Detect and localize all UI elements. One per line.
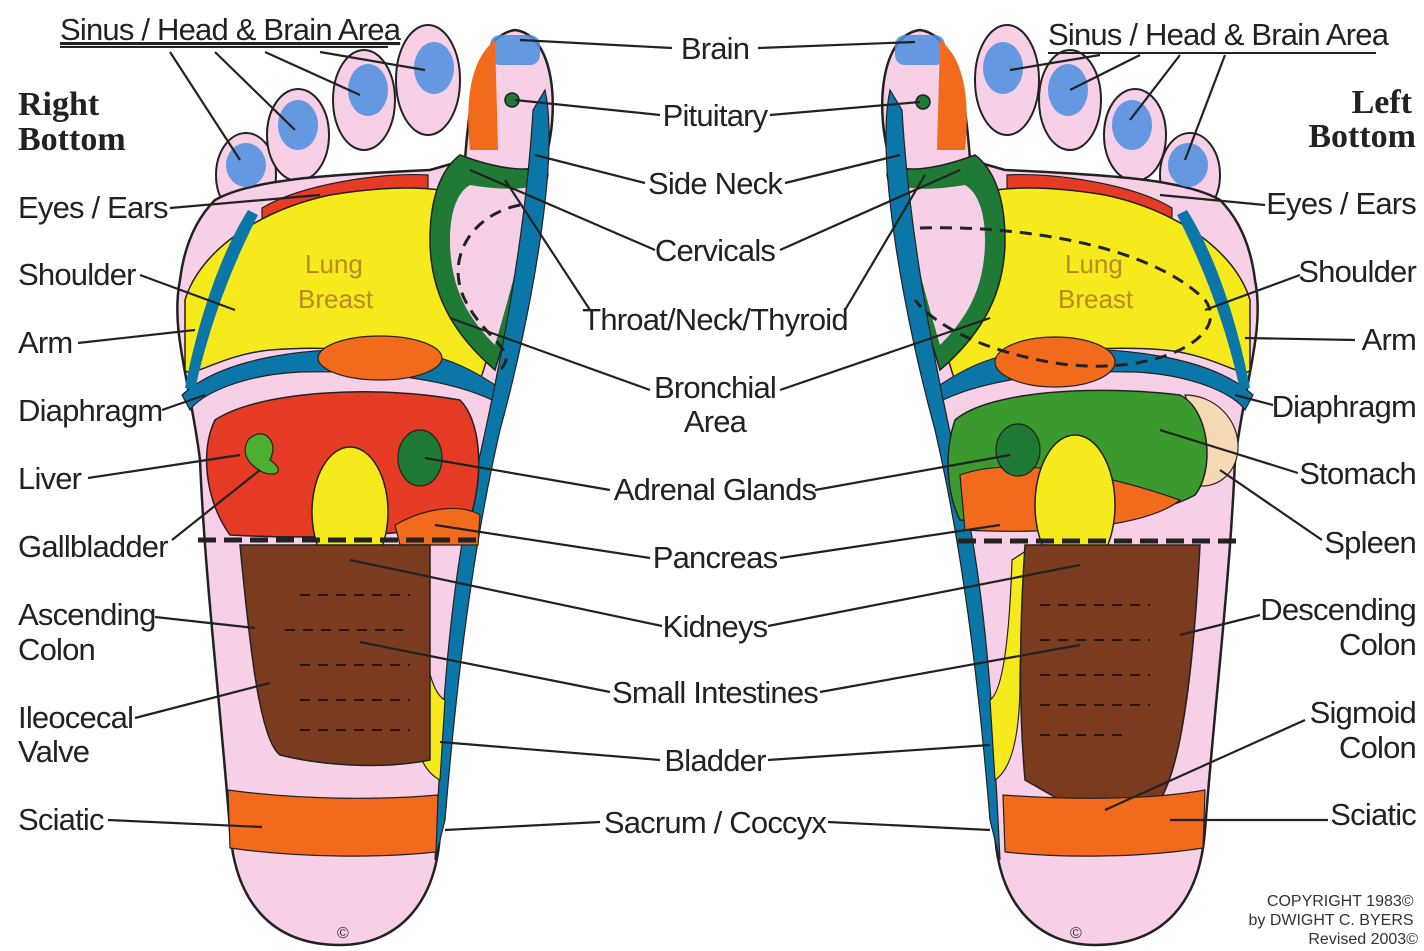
label-adrenal-glands: Adrenal Glands bbox=[614, 472, 817, 507]
left-foot-copyright-mark: © bbox=[1070, 925, 1082, 942]
label-arm-right: Arm bbox=[1362, 322, 1416, 357]
right-adrenal-zone bbox=[398, 430, 442, 486]
label-eyes-ears-left: Eyes / Ears bbox=[18, 190, 168, 225]
label-spleen: Spleen bbox=[1324, 525, 1416, 560]
sinus-label-left: Sinus / Head & Brain Area bbox=[1048, 17, 1390, 52]
label-diaphragm-right: Diaphragm bbox=[1272, 389, 1416, 424]
label-brain: Brain bbox=[681, 31, 749, 66]
label-diaphragm-left: Diaphragm bbox=[18, 393, 162, 428]
label-bladder: Bladder bbox=[664, 743, 766, 778]
right-orange-zone bbox=[318, 336, 442, 380]
left-adrenal-zone bbox=[996, 424, 1040, 476]
left-orange-zone bbox=[995, 337, 1115, 387]
label-cervicals: Cervicals bbox=[655, 233, 776, 268]
label-pancreas: Pancreas bbox=[653, 540, 778, 575]
label-sciatic-right: Sciatic bbox=[1330, 797, 1416, 832]
left-bigtoe-orange bbox=[937, 40, 967, 150]
right-sciatic-zone bbox=[228, 790, 438, 856]
right-bigtoe-orange bbox=[468, 40, 498, 150]
label-liver: Liver bbox=[18, 461, 82, 496]
label-sacrum-coccyx: Sacrum / Coccyx bbox=[604, 805, 828, 840]
label-shoulder-left: Shoulder bbox=[18, 257, 136, 292]
right-foot-copyright-mark: © bbox=[337, 925, 349, 942]
label-kidneys: Kidneys bbox=[663, 609, 768, 644]
label-eyes-ears-right: Eyes / Ears bbox=[1266, 186, 1416, 221]
label-arm-left: Arm bbox=[18, 325, 72, 360]
label-small-intestines: Small Intestines bbox=[612, 675, 818, 710]
label-gallbladder: Gallbladder bbox=[18, 529, 168, 564]
label-pituitary: Pituitary bbox=[663, 98, 769, 133]
label-sciatic-left: Sciatic bbox=[18, 802, 104, 837]
right-labels: Eyes / Ears Shoulder Arm Diaphragm Stoma… bbox=[1248, 186, 1418, 948]
label-side-neck: Side Neck bbox=[648, 166, 783, 201]
copyright-notice: COPYRIGHT 1983© by DWIGHT C. BYERS Revis… bbox=[1248, 893, 1418, 948]
label-stomach: Stomach bbox=[1299, 456, 1416, 491]
label-throat-neck-thyroid: Throat/Neck/Thyroid bbox=[582, 302, 848, 337]
label-shoulder-right: Shoulder bbox=[1298, 254, 1416, 289]
left-sciatic-zone bbox=[1003, 790, 1205, 856]
center-labels: Brain Pituitary Side Neck Cervicals Thro… bbox=[582, 31, 848, 840]
right-intestine-zone bbox=[240, 545, 430, 765]
sinus-label-right: Sinus / Head & Brain Area bbox=[60, 12, 402, 47]
